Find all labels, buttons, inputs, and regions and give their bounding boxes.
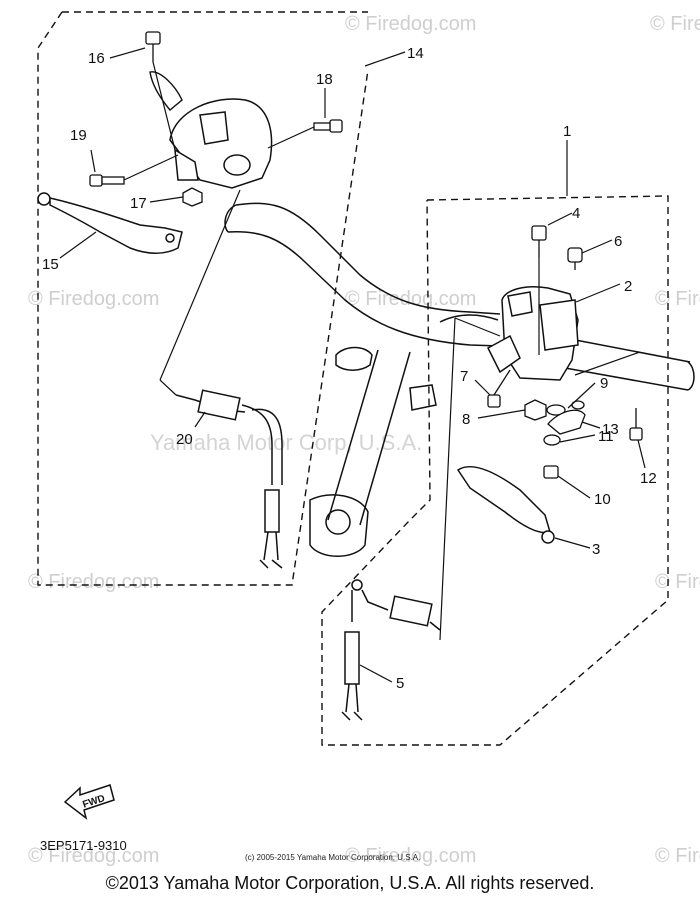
callout-7: 7 [460, 368, 468, 385]
screw-4 [531, 225, 547, 258]
washer-9 [546, 404, 566, 416]
screw-10 [543, 465, 559, 479]
callout-11: 11 [598, 428, 614, 445]
right-switch-assembly [487, 286, 579, 381]
callout-12: 12 [640, 470, 657, 487]
watermarks: © Firedog.com © Firedog.com © Firedog.co… [28, 13, 700, 867]
watermark-firedog: © Firedog.com [345, 845, 476, 867]
fork-stem [309, 314, 499, 557]
group-box-1 [321, 195, 669, 746]
callout-16: 16 [88, 50, 105, 67]
switch-5 [341, 579, 441, 721]
callout-9: 9 [600, 375, 608, 392]
callout-2: 2 [624, 278, 632, 295]
screw-7 [487, 369, 511, 408]
group-box-14 [37, 11, 369, 586]
callout-1: 1 [563, 123, 571, 140]
nut-8 [524, 399, 547, 421]
lever-3 [456, 465, 555, 544]
callout-13: 13 [602, 421, 619, 438]
copyright-notice: ©2013 Yamaha Motor Corporation, U.S.A. A… [105, 873, 595, 893]
washer-11 [543, 434, 561, 446]
screw-12 [629, 408, 643, 441]
screw-16 [145, 31, 161, 62]
callout-10: 10 [594, 491, 611, 508]
watermark-firedog: © Firedog.com [345, 13, 476, 35]
screw-6 [567, 247, 583, 270]
callout-4: 4 [572, 205, 580, 222]
watermark-firedog: © Firedog.com [655, 845, 700, 867]
nut-17 [182, 187, 203, 207]
watermark-yamaha: Yamaha Motor Corp, U.S.A. [150, 430, 422, 455]
callout-14: 14 [407, 45, 424, 62]
leader-lines [59, 47, 646, 683]
switch-20 [175, 389, 283, 569]
fwd-arrow-icon: FWD [63, 784, 115, 820]
callout-3: 3 [592, 541, 600, 558]
callout-17: 17 [130, 195, 147, 212]
left-switch-assembly [169, 98, 273, 189]
watermark-firedog: © Firedog.com [655, 288, 700, 310]
callout-6: 6 [614, 233, 622, 250]
callout-15: 15 [42, 256, 59, 273]
watermark-firedog: © Firedog.com [28, 571, 159, 593]
part-code: 3EP5171-9310 [40, 838, 127, 853]
watermark-firedog: © Firedog.com [28, 845, 159, 867]
lever-15 [37, 192, 183, 254]
left-clamp [149, 71, 183, 111]
callout-5: 5 [396, 675, 404, 692]
callout-8: 8 [462, 411, 470, 428]
watermark-firedog: © Firedog.com [655, 571, 700, 593]
watermark-firedog: © Firedog.com [345, 288, 476, 310]
watermark-firedog: © Firedog.com [28, 288, 159, 310]
callouts: 1 2 3 4 5 6 7 8 9 10 11 12 13 14 15 16 1… [42, 45, 657, 692]
callout-19: 19 [70, 127, 87, 144]
callout-18: 18 [316, 71, 333, 88]
watermark-firedog: © Firedog.com [650, 13, 700, 35]
fine-print: (c) 2005-2015 Yamaha Motor Corporation, … [245, 853, 420, 862]
screw-18 [313, 119, 343, 133]
callout-20: 20 [176, 431, 193, 448]
screw-19 [89, 174, 125, 187]
